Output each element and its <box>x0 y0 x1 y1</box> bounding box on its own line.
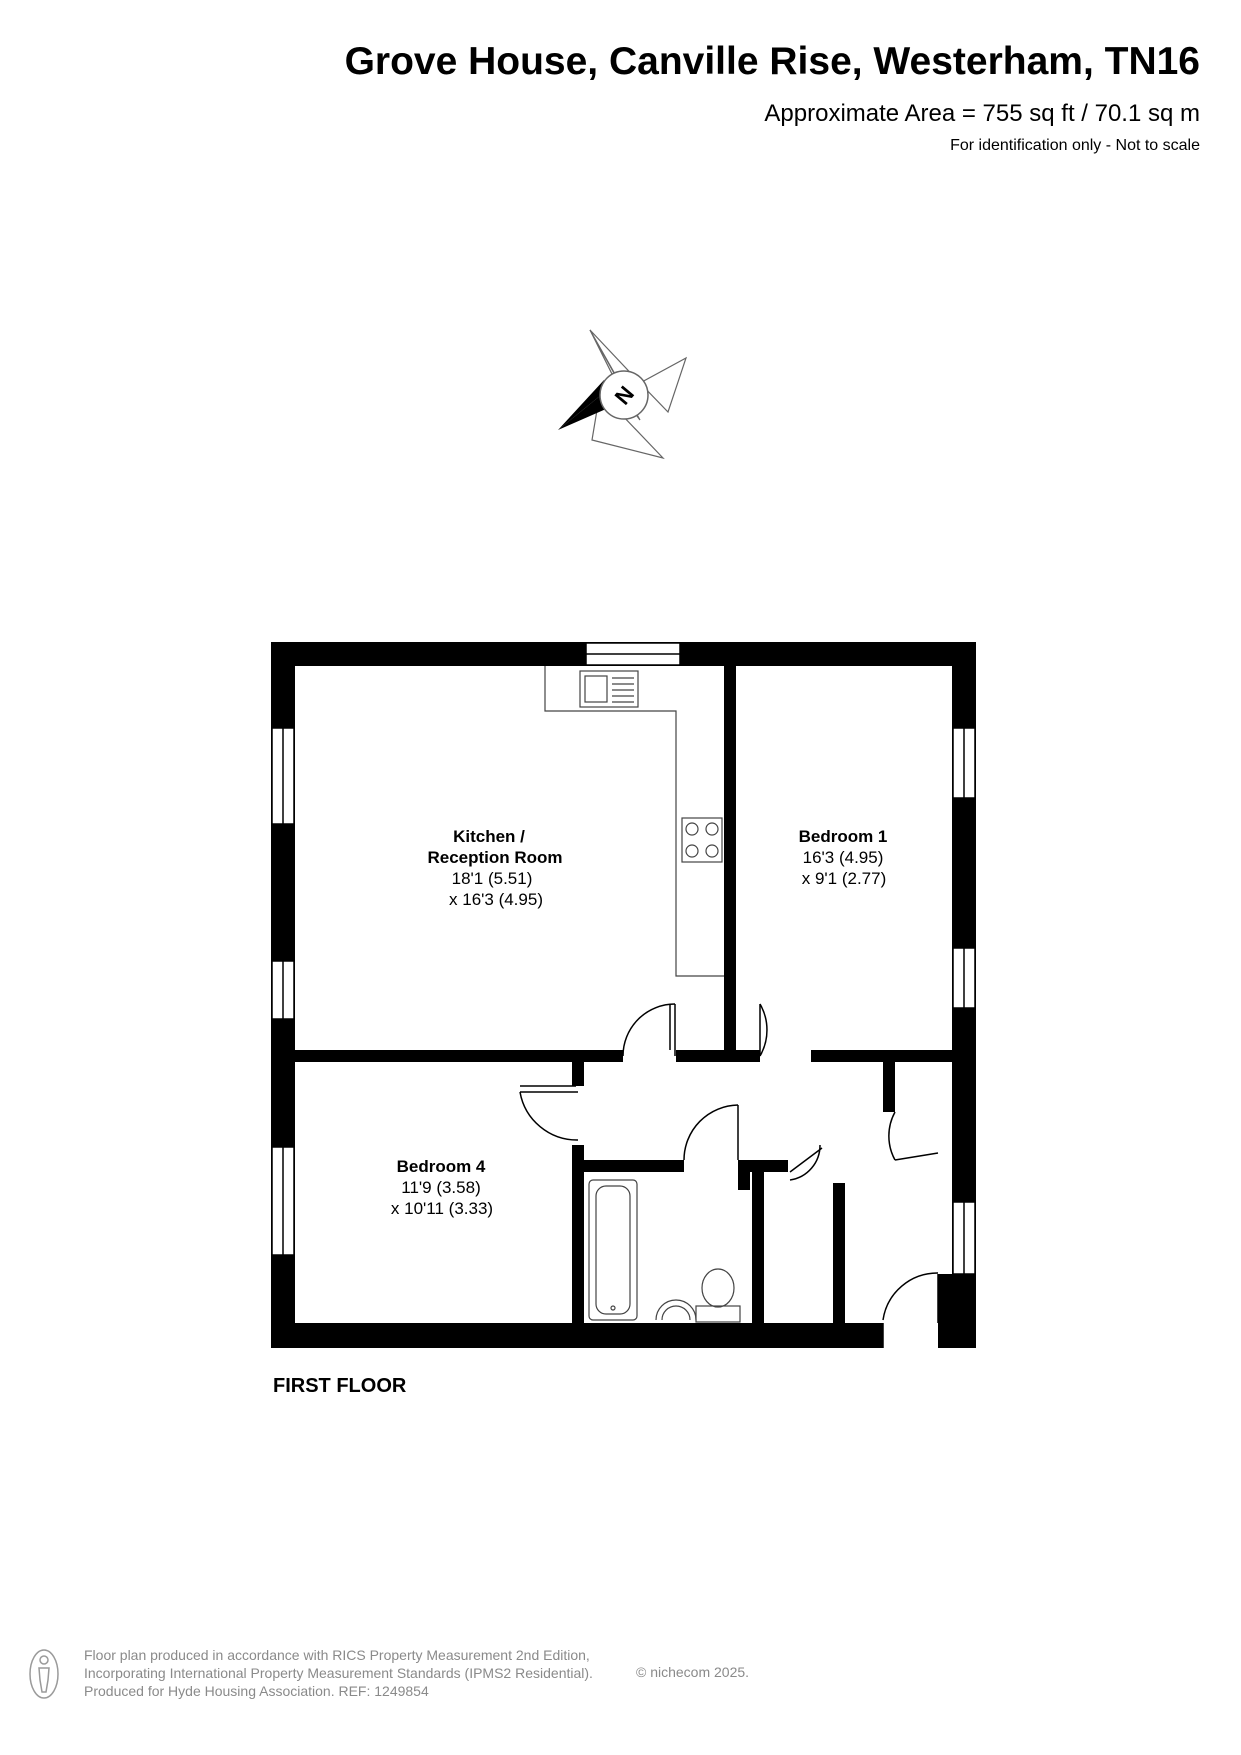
room-1-name-line-2: Reception Room <box>427 848 562 867</box>
footer-line-2: Incorporating International Property Mea… <box>84 1665 593 1681</box>
room-2-name: Bedroom 1 <box>799 827 888 846</box>
windows <box>271 642 976 1275</box>
page-title: Grove House, Canville Rise, Westerham, T… <box>344 40 1200 83</box>
approximate-area: Approximate Area = 755 sq ft / 70.1 sq m <box>764 100 1200 127</box>
footer-line-3: Produced for Hyde Housing Association. R… <box>84 1683 429 1699</box>
outer-walls <box>271 642 976 1348</box>
compass-icon: N <box>558 329 688 460</box>
room-1-dimension-1: 18'1 (5.51) <box>452 869 533 888</box>
room-2-dimension-1: 16'3 (4.95) <box>803 848 884 867</box>
room-2-dimension-2: x 9'1 (2.77) <box>802 869 887 888</box>
floor-label: FIRST FLOOR <box>273 1375 407 1397</box>
room-3-dimension-1: 11'9 (3.58) <box>401 1178 480 1197</box>
person-icon <box>29 1649 59 1699</box>
room-1-name-line-1: Kitchen / <box>453 827 525 846</box>
kitchen-counter <box>544 666 724 977</box>
doors <box>519 1003 939 1348</box>
footer-line-1: Floor plan produced in accordance with R… <box>84 1647 590 1663</box>
room-3-name: Bedroom 4 <box>397 1157 486 1176</box>
footer-notes: Floor plan produced in accordance with R… <box>84 1646 593 1700</box>
scale-note: For identification only - Not to scale <box>950 137 1200 154</box>
bathroom-fixtures <box>588 1179 741 1323</box>
room-1-dimension-2: x 16'3 (4.95) <box>449 890 543 909</box>
room-3-dimension-2: x 10'11 (3.33) <box>391 1199 493 1218</box>
interior-walls <box>295 666 952 1323</box>
copyright-notice: © nichecom 2025. <box>636 1664 750 1680</box>
